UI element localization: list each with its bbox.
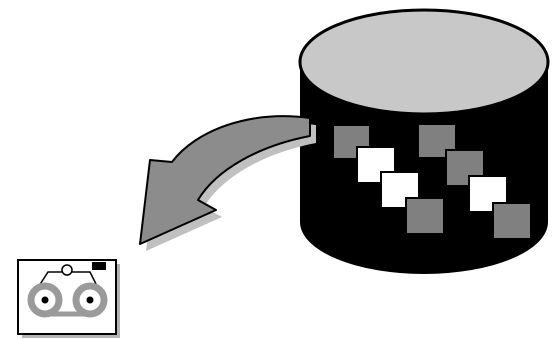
tape-guide xyxy=(61,264,73,276)
tape-cartridge-icon xyxy=(17,259,120,338)
tape-head xyxy=(92,262,106,270)
data-block-icon xyxy=(332,124,371,160)
data-block-icon xyxy=(445,149,485,187)
tape-reel-right-hub xyxy=(86,296,94,304)
database-cylinder-icon xyxy=(298,8,550,274)
cylinder-body xyxy=(300,62,548,274)
curved-arrow-icon xyxy=(139,115,316,251)
cylinder-top xyxy=(298,8,550,116)
data-blocks xyxy=(332,123,532,240)
data-block-icon xyxy=(405,197,445,235)
arrow-body xyxy=(139,115,311,245)
data-block-icon xyxy=(492,202,532,240)
tape-reel-left-hub xyxy=(41,296,49,304)
